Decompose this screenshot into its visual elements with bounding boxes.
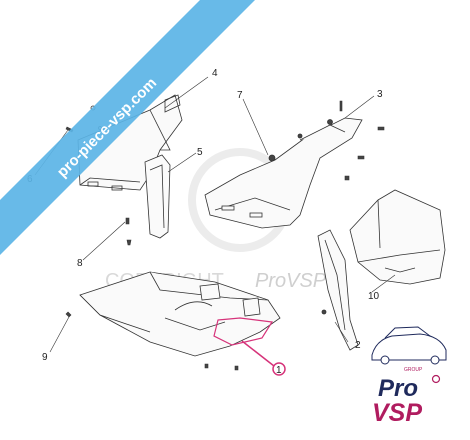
part-rear-box-liner <box>349 189 446 285</box>
callout-10: 10 <box>368 291 380 302</box>
part-left-vertical-shield <box>144 154 171 239</box>
part-floor-undertray <box>79 271 281 357</box>
part-1-highlight <box>213 317 286 376</box>
callout-8: 8 <box>77 258 83 269</box>
fasteners <box>65 100 385 371</box>
callout-1: 1 <box>276 365 282 376</box>
callout-4: 4 <box>212 68 218 79</box>
logo-tag: GROUP <box>404 367 423 373</box>
part-center-fender-liner <box>204 117 363 229</box>
logo-ring-icon <box>431 374 441 384</box>
callout-7: 7 <box>237 90 243 101</box>
logo-line2: VSP <box>372 399 422 427</box>
logo-line1: Pro <box>378 375 418 402</box>
part-right-vertical-strip <box>317 229 359 351</box>
callout-3: 3 <box>377 89 383 100</box>
provsp-logo: GROUP Pro VSP <box>371 326 447 427</box>
copyright-brand: ProVSP <box>255 270 327 292</box>
car-silhouette-icon <box>371 326 447 365</box>
callout-9: 9 <box>42 352 48 363</box>
leader-lines <box>34 76 396 353</box>
callout-5: 5 <box>197 147 203 158</box>
callout-2: 2 <box>355 340 361 351</box>
ribbon-band <box>0 0 255 255</box>
